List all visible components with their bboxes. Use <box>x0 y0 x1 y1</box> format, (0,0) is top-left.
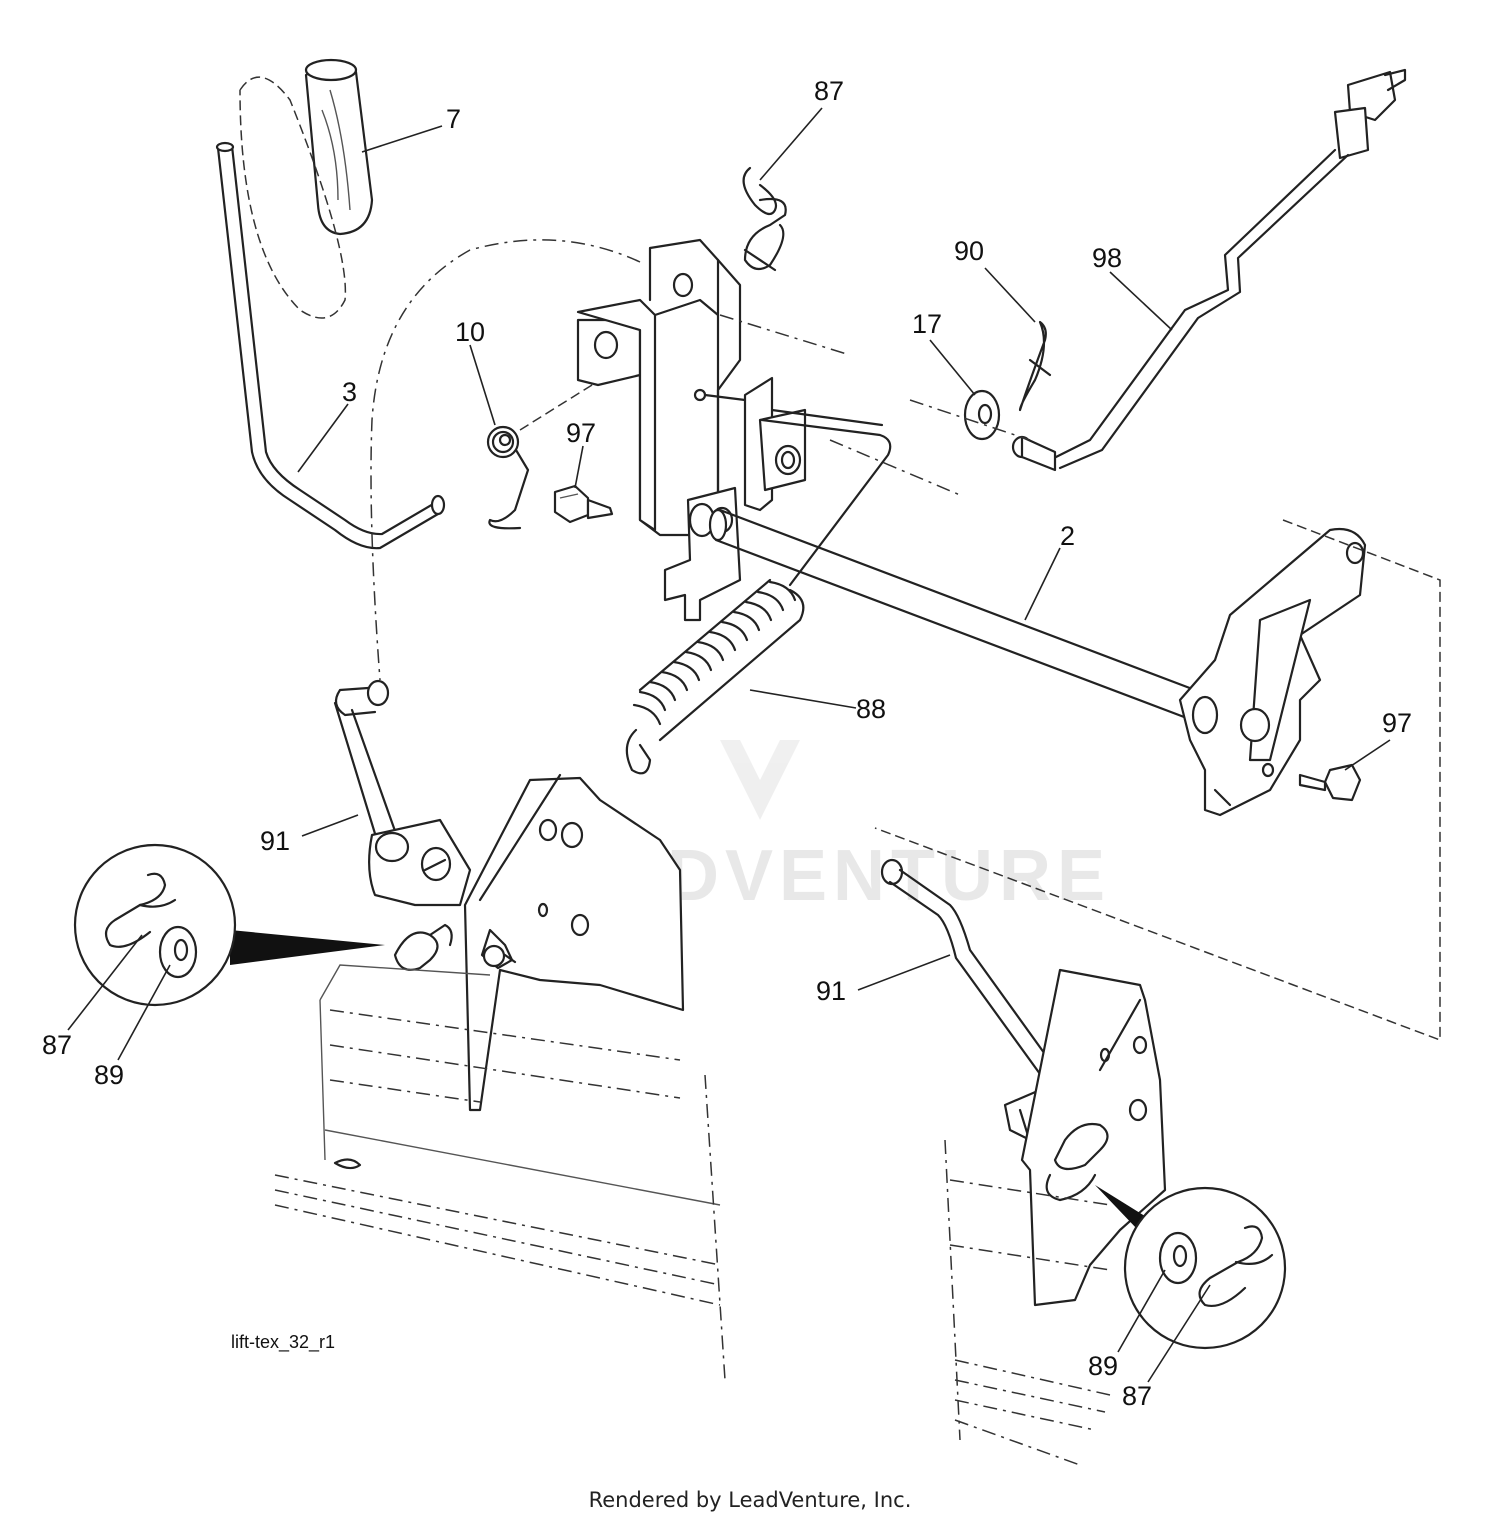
callout-2: 2 <box>1060 521 1075 551</box>
part-90-hairpin-clip <box>1018 320 1052 412</box>
right-deck-bracket <box>1020 968 1167 1307</box>
part-87-hairpin-clip-top <box>742 166 787 272</box>
callout-90: 90 <box>954 236 984 266</box>
lift-bracket <box>576 238 742 537</box>
callout-97-left: 97 <box>566 418 596 448</box>
footer-rendered-by: Rendered by LeadVenture, Inc. <box>588 1488 912 1512</box>
right-lift-arm <box>1178 527 1367 817</box>
part-88-extension-spring <box>625 578 805 775</box>
callout-87-left: 87 <box>42 1030 72 1060</box>
alignment-line-mid <box>909 399 1031 441</box>
left-deck-bracket <box>463 773 685 1112</box>
part-10-torsion-spring <box>486 379 601 530</box>
callout-98: 98 <box>1092 243 1122 273</box>
spring-wire-rod <box>760 408 892 587</box>
drawing-reference-id: lift-tex_32_r1 <box>231 1332 335 1353</box>
part-7-handle-grip <box>304 58 374 236</box>
callout-87-right: 87 <box>1122 1381 1152 1411</box>
left-detail-callout <box>73 843 385 1007</box>
assembly-path-grip-to-rod <box>239 76 347 319</box>
right-deck-outline <box>944 1139 1111 1466</box>
callout-3: 3 <box>342 377 357 407</box>
right-reference-frame <box>874 519 1441 1042</box>
part-3-lift-handle-rod <box>215 141 446 550</box>
callout-91-right: 91 <box>816 976 846 1006</box>
part-97-bolt-right <box>1298 763 1362 802</box>
part-17-washer <box>963 389 1001 441</box>
alignment-line-upper <box>719 314 851 356</box>
callout-17: 17 <box>912 309 942 339</box>
part-98-lift-link-rod <box>1011 68 1407 472</box>
part-97-bolt-left <box>553 484 614 524</box>
callout-10: 10 <box>455 317 485 347</box>
callout-89-right: 89 <box>1088 1351 1118 1381</box>
callout-88: 88 <box>856 694 886 724</box>
callout-91-left: 91 <box>260 826 290 856</box>
callout-89-left: 89 <box>94 1060 124 1090</box>
leader-lines <box>67 107 1391 1383</box>
callout-97-right: 97 <box>1382 708 1412 738</box>
part-91-lift-link-left <box>333 679 472 907</box>
left-link-clip <box>393 923 453 971</box>
callout-7: 7 <box>446 104 461 134</box>
right-detail-callout <box>1095 1185 1287 1350</box>
callout-87-top: 87 <box>814 76 844 106</box>
right-link-clip <box>1045 1122 1109 1202</box>
part-2-lift-shaft <box>708 508 1197 722</box>
assembly-path-bracket-to-link <box>370 239 641 681</box>
left-deck-outline <box>274 964 726 1381</box>
alignment-line-lower <box>829 439 961 496</box>
